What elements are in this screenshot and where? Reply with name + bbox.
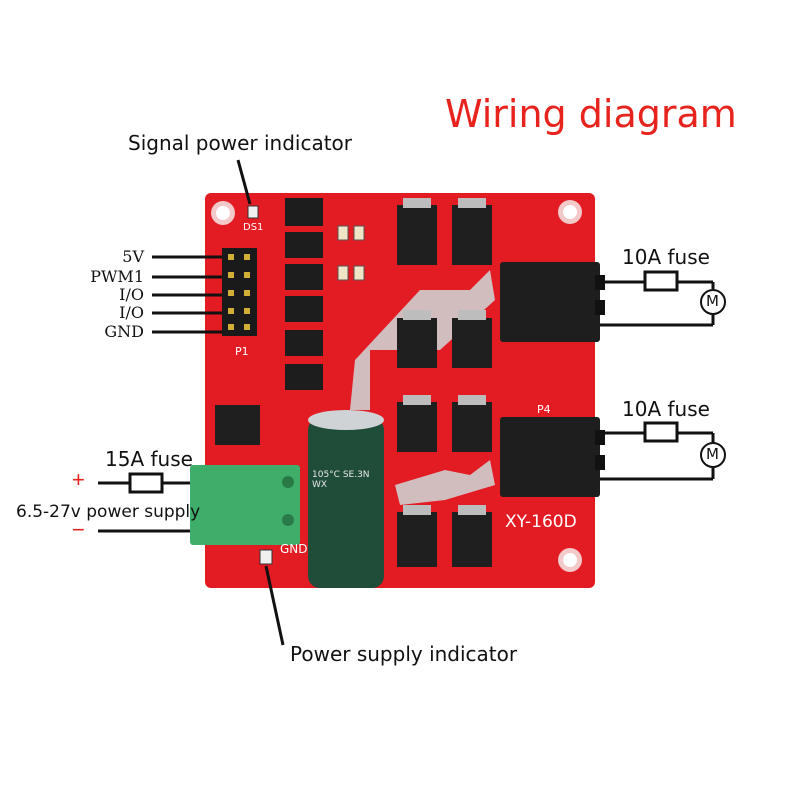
fuse-bottom-label: 10A fuse — [622, 397, 710, 421]
motor-1-wiring — [600, 270, 715, 327]
mosfets — [215, 205, 492, 567]
power-indicator-label: Power supply indicator — [290, 642, 518, 666]
power-indicator-pointer — [264, 565, 285, 646]
supply-range-label: 6.5-27v power supply — [16, 502, 201, 522]
pin-label-io-2: I/O — [119, 303, 144, 322]
output-connector-2 — [500, 417, 600, 497]
diagram-title: Wiring diagram — [445, 92, 737, 136]
silk-p4: P4 — [537, 403, 551, 416]
signal-led — [247, 205, 259, 219]
power-terminal — [190, 465, 300, 545]
motor-1-symbol: M — [706, 292, 719, 310]
silk-gnd: GND — [280, 542, 308, 556]
pin-label-pwm1: PWM1 — [90, 267, 144, 286]
signal-indicator-label: Signal power indicator — [128, 131, 353, 155]
silk-p1: P1 — [235, 345, 249, 358]
copper-trace — [395, 460, 495, 505]
minus-sign: − — [72, 517, 85, 542]
motor-2-wiring — [600, 421, 715, 481]
pin-label-io-1: I/O — [119, 285, 144, 304]
optocouplers — [285, 198, 323, 390]
power-input-wiring — [98, 472, 190, 533]
capacitor — [308, 418, 384, 588]
fuse-input-label: 15A fuse — [105, 447, 193, 471]
motor-1 — [700, 289, 726, 315]
pin-leads — [152, 255, 222, 334]
pcb-board — [205, 193, 595, 588]
pin-header — [222, 248, 257, 336]
plus-sign: + — [72, 467, 85, 492]
capacitor-marking: 105°C SE.3N WX — [312, 470, 370, 490]
pin-label-5v: 5V — [122, 247, 144, 266]
fuse-top-label: 10A fuse — [622, 245, 710, 269]
motor-2-symbol: M — [706, 445, 719, 463]
board-model: XY-160D — [505, 512, 577, 532]
signal-indicator-pointer — [236, 159, 252, 205]
motor-2 — [700, 442, 726, 468]
pin-label-gnd: GND — [104, 322, 144, 341]
silk-ds1: DS1 — [243, 222, 264, 233]
power-led — [259, 549, 273, 565]
output-connector-1 — [500, 262, 600, 342]
